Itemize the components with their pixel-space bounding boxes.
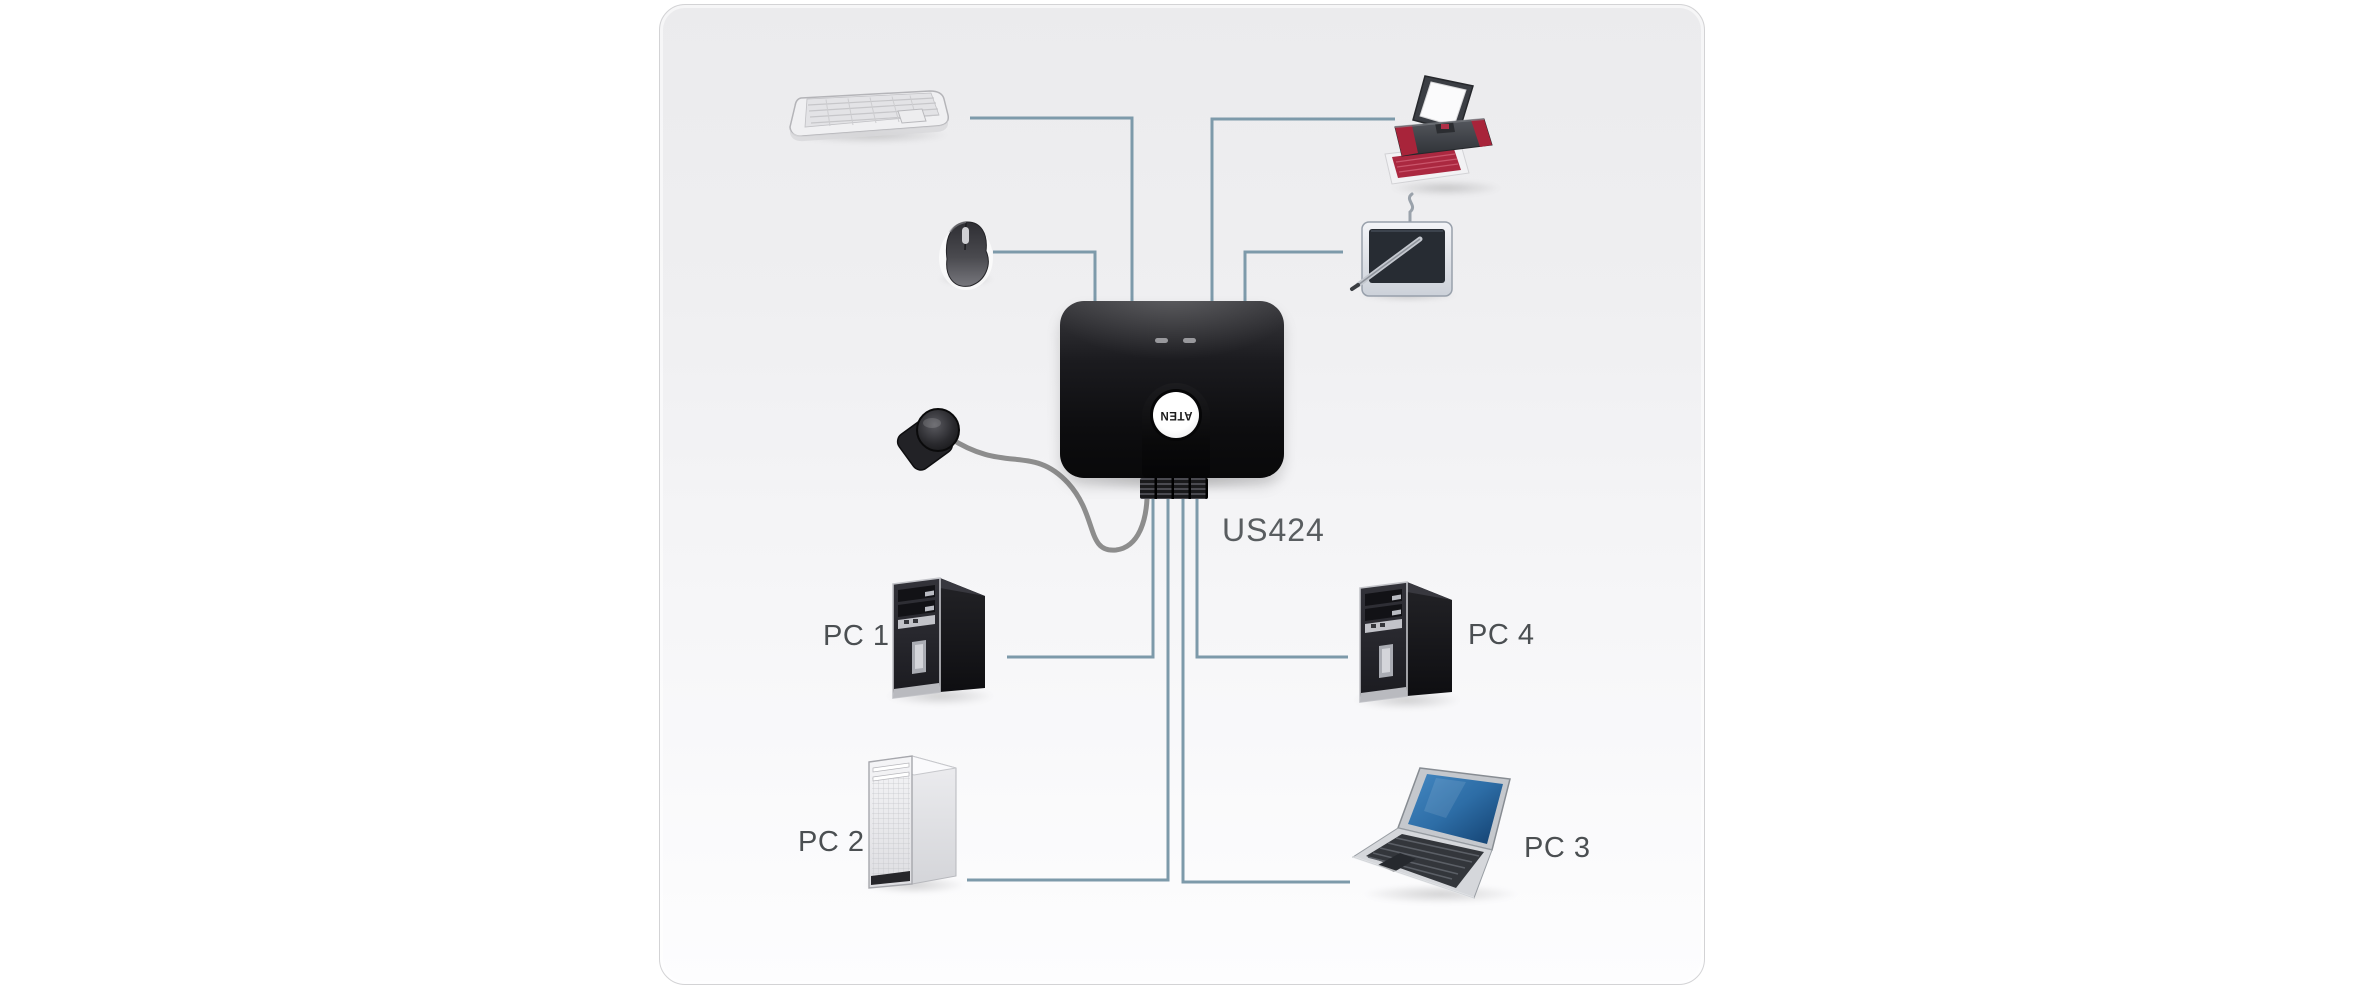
pc2-label: PC 2 [798, 826, 865, 858]
line-switch-to-pc1 [1007, 490, 1155, 659]
pc3-laptop-icon [1351, 767, 1511, 899]
switch-select-button: ATEN [1153, 392, 1199, 438]
pc2-tower-icon [868, 755, 957, 889]
line-printer-to-switch [1210, 117, 1395, 310]
pc4-tower-icon [1359, 581, 1452, 703]
mouse-icon [939, 221, 993, 290]
remote-button-icon [896, 408, 960, 471]
keyboard-icon [789, 90, 950, 142]
switch-model-label: US424 [1222, 512, 1325, 548]
printer-shadow [1390, 180, 1502, 196]
switch-cable-connector [1140, 478, 1208, 499]
remote-button-cable [947, 435, 1150, 553]
tablet-icon [1350, 192, 1453, 297]
pc3-shadow [1362, 884, 1520, 904]
pc3-label: PC 3 [1524, 832, 1591, 864]
line-switch-to-pc3 [1181, 490, 1350, 884]
pc4-label: PC 4 [1468, 619, 1535, 651]
aten-logo: ATEN [1159, 409, 1193, 421]
pc1-tower-icon [892, 577, 985, 699]
pc1-label: PC 1 [823, 620, 890, 652]
line-switch-to-pc2 [967, 490, 1170, 882]
line-keyboard-to-switch [970, 116, 1134, 310]
line-switch-to-pc4 [1195, 490, 1348, 659]
switch-led-1 [1155, 338, 1168, 343]
line-mouse-to-switch [993, 250, 1097, 310]
line-tablet-to-switch [1243, 250, 1343, 310]
switch-led-2 [1183, 338, 1196, 343]
printer-icon [1384, 75, 1493, 185]
